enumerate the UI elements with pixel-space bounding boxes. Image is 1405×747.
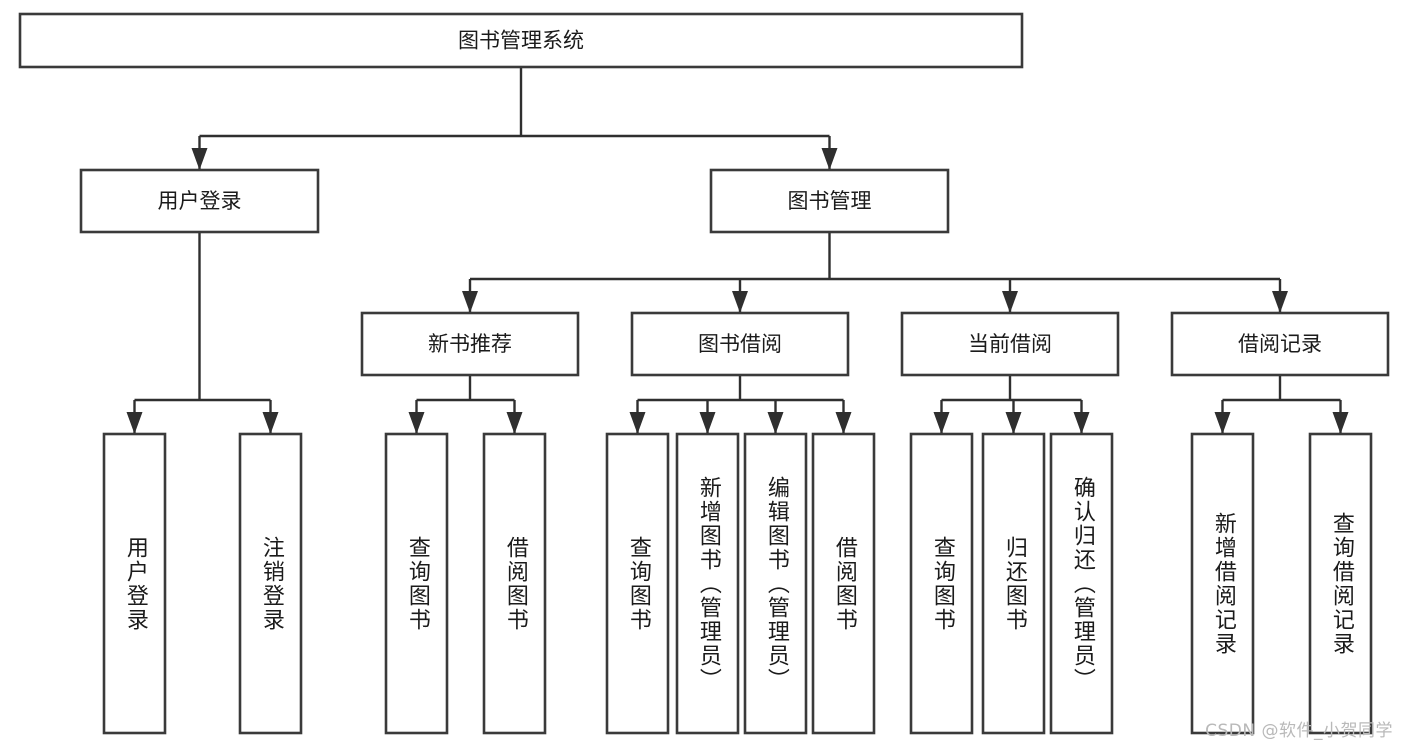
arrow-head-icon	[1272, 291, 1288, 313]
node-box-leaf-borrow-book[interactable]	[811, 432, 876, 735]
node-leaf-return-book[interactable]	[981, 432, 1046, 735]
node-leaf-borrow-book[interactable]	[811, 432, 876, 735]
arrow-head-icon	[462, 291, 478, 313]
node-box-leaf-query-record[interactable]	[1308, 432, 1373, 735]
arrow-head-icon	[732, 291, 748, 313]
node-leaf-edit-book[interactable]	[743, 432, 808, 735]
node-box-leaf-borrow-book-rec[interactable]	[482, 432, 547, 735]
node-box-current-borrow[interactable]	[900, 311, 1120, 377]
node-borrow-record[interactable]: 借阅记录	[1170, 311, 1390, 377]
watermark-text: CSDN @软件_小贺同学	[1205, 721, 1393, 741]
node-box-new-book-rec[interactable]	[360, 311, 580, 377]
node-box-leaf-query-book-rec[interactable]	[384, 432, 449, 735]
node-box-book-manage[interactable]	[709, 168, 950, 234]
arrow-head-icon	[126, 412, 143, 434]
node-new-book-rec[interactable]: 新书推荐	[360, 311, 580, 377]
node-label-book-manage: 图书管理	[788, 189, 872, 213]
arrow-head-icon	[1005, 412, 1022, 434]
node-label-root: 图书管理系统	[458, 29, 584, 53]
node-box-leaf-confirm-return[interactable]	[1049, 432, 1114, 735]
node-root[interactable]: 图书管理系统	[18, 12, 1024, 69]
node-leaf-query-book-current[interactable]	[909, 432, 974, 735]
arrow-head-icon	[933, 412, 950, 434]
arrow-head-icon	[191, 148, 208, 170]
node-box-user-login[interactable]	[79, 168, 320, 234]
node-box-leaf-add-record[interactable]	[1190, 432, 1255, 735]
node-leaf-query-book-rec[interactable]	[384, 432, 449, 735]
arrow-head-icon	[767, 412, 784, 434]
arrow-head-icon	[1332, 412, 1349, 434]
node-leaf-query-record[interactable]	[1308, 432, 1373, 735]
node-box-borrow-record[interactable]	[1170, 311, 1390, 377]
arrow-head-icon	[699, 412, 716, 434]
arrow-head-icon	[821, 148, 838, 170]
node-leaf-user-logout[interactable]	[238, 432, 303, 735]
node-box-leaf-edit-book[interactable]	[743, 432, 808, 735]
arrow-head-icon	[262, 412, 279, 434]
node-label-current-borrow: 当前借阅	[968, 332, 1052, 356]
node-box-leaf-query-book-current[interactable]	[909, 432, 974, 735]
node-leaf-user-login[interactable]	[102, 432, 167, 735]
node-box-leaf-return-book[interactable]	[981, 432, 1046, 735]
arrow-head-icon	[1214, 412, 1231, 434]
node-leaf-borrow-book-rec[interactable]	[482, 432, 547, 735]
node-box-leaf-user-login[interactable]	[102, 432, 167, 735]
connector-layer	[126, 67, 1349, 434]
node-book-manage[interactable]: 图书管理	[709, 168, 950, 234]
arrow-head-icon	[408, 412, 425, 434]
arrow-head-icon	[1002, 291, 1018, 313]
node-leaf-query-book-borrow[interactable]	[605, 432, 670, 735]
node-current-borrow[interactable]: 当前借阅	[900, 311, 1120, 377]
node-box-leaf-add-book[interactable]	[675, 432, 740, 735]
node-user-login[interactable]: 用户登录	[79, 168, 320, 234]
node-label-borrow-record: 借阅记录	[1238, 332, 1322, 356]
node-label-book-borrow: 图书借阅	[698, 332, 782, 356]
node-box-leaf-query-book-borrow[interactable]	[605, 432, 670, 735]
arrow-head-icon	[629, 412, 646, 434]
arrow-head-icon	[1073, 412, 1090, 434]
node-box-root[interactable]	[18, 12, 1024, 69]
node-box-leaf-user-logout[interactable]	[238, 432, 303, 735]
node-leaf-confirm-return[interactable]	[1049, 432, 1114, 735]
node-leaf-add-record[interactable]	[1190, 432, 1255, 735]
arrow-head-icon	[506, 412, 523, 434]
node-label-new-book-rec: 新书推荐	[428, 332, 512, 356]
node-leaf-add-book[interactable]	[675, 432, 740, 735]
node-label-user-login: 用户登录	[158, 189, 242, 213]
node-box-book-borrow[interactable]	[630, 311, 850, 377]
node-book-borrow[interactable]: 图书借阅	[630, 311, 850, 377]
arrow-head-icon	[835, 412, 852, 434]
